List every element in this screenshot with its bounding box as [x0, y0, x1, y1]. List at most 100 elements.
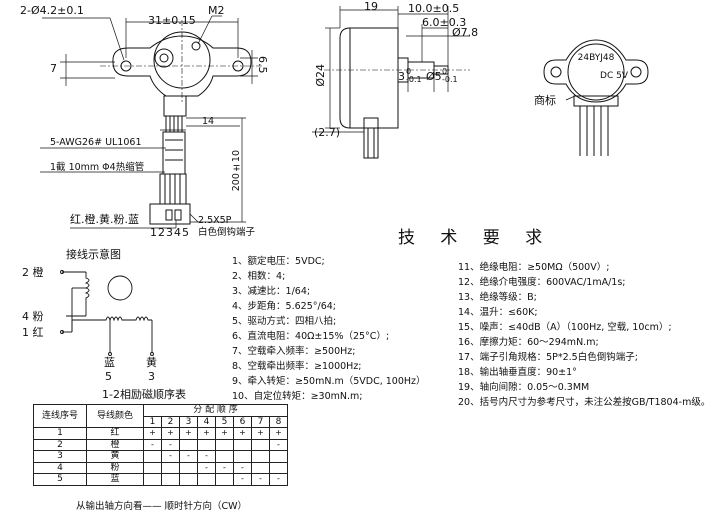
lead-5-num: 5 [105, 370, 112, 383]
mark-cell: - [179, 450, 198, 463]
mark-cell: - [251, 473, 270, 486]
row-num: 1 [33, 427, 87, 440]
front-view-dimensions [40, 15, 258, 229]
spec-item: 5、驱动方式：四相八拍; [232, 316, 337, 327]
front-view-motor [100, 20, 262, 225]
mark-cell [197, 473, 216, 486]
dim-7-label: 7 [50, 62, 57, 75]
table-row: 2 橙 - - - [33, 438, 288, 451]
terminal-label: 白色倒钩端子 [198, 227, 256, 238]
mark-cell [179, 438, 198, 451]
mark-cell: + [269, 427, 288, 440]
dim-19-label: 19 [364, 0, 378, 13]
row-num: 2 [33, 438, 87, 451]
lead-5-color: 蓝 [104, 356, 115, 369]
dim-5-label: Ø5 [426, 70, 442, 83]
mark-cell [215, 438, 234, 451]
table-row: 4 粉 - - - [33, 461, 288, 474]
side-view-dimensions [312, 6, 470, 133]
mark-cell: + [143, 427, 162, 440]
step-cell: 2 [161, 415, 180, 428]
pins-label: 12345 [150, 226, 190, 239]
mark-cell [233, 438, 252, 451]
mark-cell [161, 461, 180, 474]
spec-item: 1、额定电压：5VDC; [232, 256, 325, 267]
mark-cell: + [197, 427, 216, 440]
spec-item: 19、轴向间隙：0.05～0.3MM [458, 382, 590, 393]
table-row: 1 红 + + + + + + + + [33, 427, 288, 440]
mark-cell [179, 473, 198, 486]
mark-cell [215, 450, 234, 463]
table-head-color: 导线颜色 [86, 404, 144, 428]
spec-item: 11、绝缘电阻：≥50MΩ（500V）; [458, 262, 610, 273]
mark-cell [143, 461, 162, 474]
spec-list-left: 1、额定电压：5VDC; 2、相数：4; 3、减速比：1/64; 4、步距角：5… [232, 254, 426, 404]
table-head-seq: 分 配 顺 序 [143, 404, 288, 417]
mark-cell: - [233, 473, 252, 486]
mark-cell: - [215, 461, 234, 474]
lead-1-label: 1 红 [22, 326, 44, 339]
sequence-table: 连线序号 导线颜色 分 配 顺 序 1 2 3 4 5 6 7 8 1 红 + … [33, 404, 288, 486]
dim-3-tolerance: 0 -0.1 [406, 67, 422, 84]
mark-cell [233, 450, 252, 463]
mark-cell [251, 450, 270, 463]
side-view-motor [324, 27, 470, 159]
spec-item: 12、绝缘介电强度：600VAC/1mA/1s; [458, 277, 626, 288]
hole-diameter-label: 2-Ø4.2±0.1 [20, 4, 84, 17]
mark-cell: - [143, 438, 162, 451]
step-cell: 8 [269, 415, 288, 428]
lead-3-num: 3 [148, 370, 155, 383]
dim-65-label: 6.5 [256, 56, 269, 74]
mark-cell [251, 438, 270, 451]
row-color: 粉 [86, 461, 144, 474]
row-num: 3 [33, 450, 87, 463]
dim-78-label: Ø7.8 [452, 26, 479, 39]
mark-cell [269, 450, 288, 463]
wire-color-label: 红.橙.黄.粉.蓝 [70, 213, 139, 226]
spec-item: 15、噪声：≤40dB（A）（100Hz, 空载, 10cm）; [458, 322, 672, 333]
mark-cell [197, 438, 216, 451]
row-color: 黄 [86, 450, 144, 463]
dim-14-label: 14 [202, 116, 215, 127]
spec-item: 4、步距角：5.625°/64; [232, 301, 336, 312]
mark-cell: + [233, 427, 252, 440]
row-color: 红 [86, 427, 144, 440]
dim-10-label: 10.0±0.5 [408, 2, 460, 15]
spec-item: 17、端子引角规格：5P*2.5白色倒钩端子; [458, 352, 638, 363]
lead-4-label: 4 粉 [22, 310, 44, 323]
sleeve-label: 1截 10mm Φ4热缩管 [50, 162, 145, 173]
spec-item: 10、自定位转矩：≥30mN.m; [232, 391, 363, 402]
dim-3-label: 3 [398, 70, 405, 83]
table-head-lead: 连线序号 [33, 404, 87, 428]
mark-cell: + [251, 427, 270, 440]
row-color: 蓝 [86, 473, 144, 486]
sequence-title: 1-2相励磁顺序表 [102, 388, 186, 401]
mark-cell [143, 473, 162, 486]
row-num: 4 [33, 461, 87, 474]
spec-item: 9、牵入转矩：≥50mN.m（5VDC, 100Hz） [232, 376, 426, 387]
lead-2-label: 2 橙 [22, 266, 44, 279]
mark-cell: - [161, 450, 180, 463]
mark-cell [143, 450, 162, 463]
wiring-title: 接线示意图 [66, 248, 121, 261]
lead-3-color: 黄 [146, 356, 157, 369]
spec-item: 16、摩擦力矩：60～294mN.m; [458, 337, 599, 348]
spec-item: 13、绝缘等级：B; [458, 292, 537, 303]
mark-cell [179, 461, 198, 474]
wire-spec-label: 5-AWG26# UL1061 [50, 137, 142, 148]
spec-list-right: 11、绝缘电阻：≥50MΩ（500V）; 12、绝缘介电强度：600VAC/1m… [458, 260, 710, 410]
spec-item: 14、温升：≤60K; [458, 307, 538, 318]
hole-spacing-label: 31±0.15 [148, 14, 196, 27]
mark-cell: - [197, 450, 216, 463]
rear-label-voltage: DC 5V [600, 71, 629, 81]
mark-cell: - [269, 473, 288, 486]
row-num: 5 [33, 473, 87, 486]
mark-cell: + [161, 427, 180, 440]
connector-label: 2.5X5P [198, 215, 232, 226]
spec-item: 7、空载牵入频率：≥500Hz; [232, 346, 356, 357]
spec-item: 8、空载牵出频率：≥1000Hz; [232, 361, 362, 372]
table-row: 3 黄 - - - [33, 450, 288, 463]
table-row: 5 蓝 - - - [33, 473, 288, 486]
spec-item: 20、括号内尺寸为参考尺寸，未注公差按GB/T1804-m级。 [458, 397, 711, 408]
step-cell: 5 [215, 415, 234, 428]
